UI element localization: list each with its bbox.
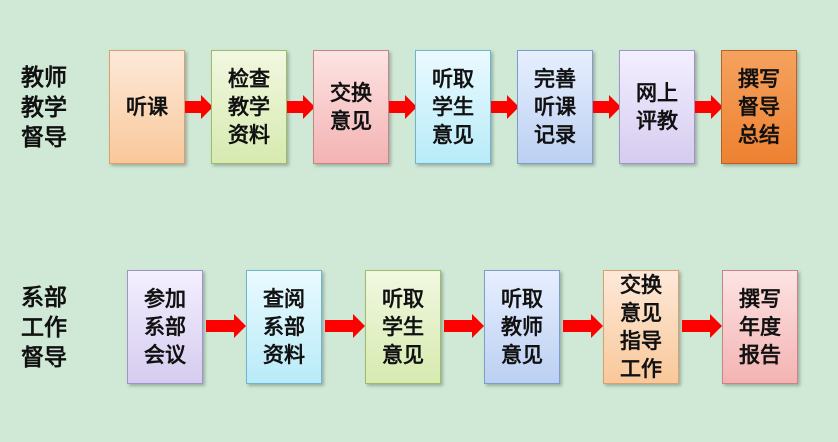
arrow-icon	[695, 95, 723, 119]
arrow-icon	[444, 314, 484, 338]
step-label: 交换意见指导工作	[620, 273, 662, 381]
arrow-icon	[563, 314, 603, 338]
arrow-icon	[325, 314, 365, 338]
step-online-evaluation: 网上评教	[619, 50, 695, 164]
step-label: 交换意见	[330, 81, 372, 133]
step-label: 撰写督导总结	[738, 67, 780, 147]
step-label: 完善听课记录	[534, 67, 576, 147]
step-check-teaching-materials: 检查教学资料	[211, 50, 287, 164]
step-write-annual-report: 撰写年度报告	[722, 270, 798, 384]
step-exchange-opinions: 交换意见	[313, 50, 389, 164]
step-label: 听取学生意见	[382, 287, 424, 367]
arrow-icon	[682, 314, 722, 338]
step-label: 查阅系部资料	[263, 287, 305, 367]
step-attend-department-meeting: 参加系部会议	[127, 270, 203, 384]
step-write-supervision-summary: 撰写督导总结	[721, 50, 797, 164]
step-label: 听取教师意见	[501, 287, 543, 367]
arrow-icon	[491, 95, 519, 119]
arrow-icon	[287, 95, 315, 119]
step-label: 听取学生意见	[432, 67, 474, 147]
step-hear-student-opinions-2: 听取学生意见	[365, 270, 441, 384]
step-label: 参加系部会议	[144, 287, 186, 367]
step-exchange-and-guide-work: 交换意见指导工作	[603, 270, 679, 384]
step-hear-student-opinions: 听取学生意见	[415, 50, 491, 164]
step-attend-class: 听课	[109, 50, 185, 164]
row-title-teacher-supervision: 教师教学督导	[21, 65, 67, 151]
arrow-icon	[389, 95, 417, 119]
arrow-icon	[593, 95, 621, 119]
step-label: 网上评教	[636, 81, 678, 133]
step-label: 撰写年度报告	[739, 287, 781, 367]
step-review-department-materials: 查阅系部资料	[246, 270, 322, 384]
arrow-icon	[206, 314, 246, 338]
step-label: 听课	[126, 95, 168, 119]
step-label: 检查教学资料	[228, 67, 270, 147]
row-title-department-supervision: 系部工作督导	[21, 285, 67, 371]
arrow-icon	[185, 95, 213, 119]
step-hear-teacher-opinions: 听取教师意见	[484, 270, 560, 384]
step-complete-class-records: 完善听课记录	[517, 50, 593, 164]
